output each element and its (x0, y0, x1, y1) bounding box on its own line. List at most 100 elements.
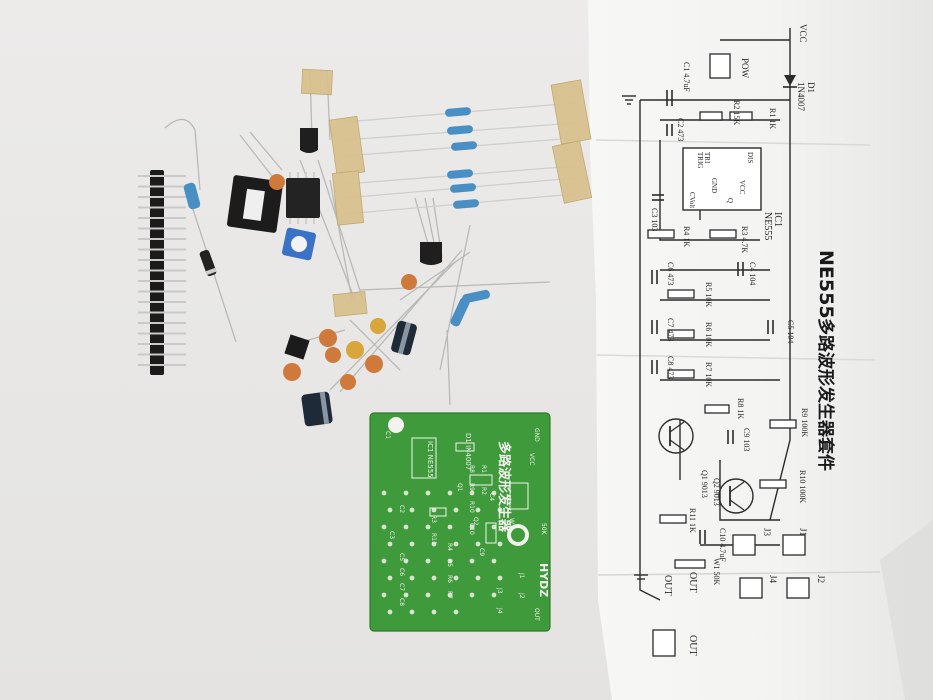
schematic-out-label-1: OUT (687, 572, 698, 593)
pcb-pad (425, 558, 431, 564)
pcb-pad (491, 592, 497, 598)
pcb-title: 多路波形发生器 (496, 441, 512, 533)
electrolytic-capacitors (301, 320, 417, 427)
resistor-body (447, 125, 473, 135)
pin-header-strip (138, 170, 186, 375)
pcb-pad (409, 507, 415, 513)
pcb-pad (387, 507, 393, 513)
pcb-pad (431, 609, 437, 615)
pcb-component-label: C5 (398, 553, 405, 561)
schematic-ic-pin-gnd: GND (710, 178, 718, 193)
jumper-cap (284, 334, 310, 360)
pcb-component-label: J3 (496, 587, 503, 594)
trim-potentiometer (281, 227, 317, 261)
pcb-pad (491, 490, 497, 496)
pcb-component-label: C4 (488, 493, 495, 501)
pcb-pad (409, 575, 415, 581)
resistor-bundle (300, 68, 593, 318)
schematic-connector-j2: J2 (816, 575, 826, 583)
pcb-pad (403, 592, 409, 598)
tape-strip-right-lower (551, 140, 593, 204)
schematic-component-label: C5 104 (786, 320, 795, 343)
loose-diode (199, 249, 217, 277)
pcb-pad (497, 541, 503, 547)
pcb-component-label: R8 (468, 465, 475, 473)
schematic-component-label: W1 50K (712, 558, 721, 586)
schematic-component-label: C9 103 (742, 428, 751, 451)
pcb-component-label: J4 (496, 607, 503, 614)
pcb-pad (409, 609, 415, 615)
pcb-pad (469, 558, 475, 564)
pcb-pad (425, 524, 431, 530)
pcb-component-label: Q2 (472, 517, 479, 526)
pcb-component-label: W1 (508, 518, 515, 528)
schematic-pow-label: POW (740, 58, 750, 79)
pcb-pad (469, 490, 475, 496)
pcb-pad (387, 575, 393, 581)
schematic-ic-pin-cvolt: CVolt (688, 192, 696, 208)
schematic-sheet: NE555 多路波形发生器套件 VCC POW D1 1N4007 IC1 NE… (588, 0, 933, 700)
tape-strip-left-lower (331, 170, 365, 226)
pcb-pad (387, 541, 393, 547)
pcb-component-label: R5 (446, 559, 453, 567)
pcb-pad (425, 592, 431, 598)
schematic-connector-j4: J4 (768, 575, 778, 584)
pcb-component-label: J2 (518, 592, 525, 599)
pcb-pad (497, 575, 503, 581)
pcb-component-label: C10 (468, 523, 475, 535)
schematic-connector-j3: J3 (762, 528, 772, 537)
schematic-component-label: C7 473 (666, 318, 675, 341)
pcb-pad (381, 490, 387, 496)
pcb-pad (447, 490, 453, 496)
transistor-top (300, 128, 318, 153)
schematic-component-label: C4 104 (748, 262, 757, 285)
ne555-chip (286, 172, 320, 224)
schematic-ic-pin-vcc: VCC (738, 180, 746, 195)
pcb-board: 多路波形发生器 HYDZ IC1 NE555 D1 IN4007 R1R2R3R… (369, 412, 551, 632)
tape-strip-small (332, 290, 368, 318)
pcb-pad (475, 541, 481, 547)
pcb-pad (431, 575, 437, 581)
schematic-component-label: R3 4.7K (740, 226, 749, 253)
pcb-component-label: R10 (468, 501, 475, 513)
resistor-body (445, 107, 471, 117)
pcb-component-label: C1 (384, 431, 391, 439)
schematic-title-latin: NE555 (815, 250, 837, 319)
pcb-component-label: R1 (480, 465, 487, 473)
ceramic-capacitors (269, 174, 417, 390)
pcb-pad (497, 507, 503, 513)
pcb-component-label: GND (533, 428, 540, 442)
schematic-ic-pin-trig: TRIG (696, 152, 704, 168)
schematic-ic-pin-q: Q (726, 198, 734, 203)
pcb-pad (381, 524, 387, 530)
pcb-pad (431, 507, 437, 513)
schematic-component-label: Q2 9013 (712, 478, 721, 506)
schematic-component-label: C2 473 (676, 118, 685, 141)
pcb-component-label: VCC (528, 453, 535, 465)
pcb-component-label: C2 (398, 505, 405, 513)
schematic-component-label: R4 1K (682, 226, 691, 247)
pcb-pad (469, 592, 475, 598)
loose-resistors (183, 182, 490, 327)
schematic-title-cn: 多路波形发生器套件 (815, 318, 836, 471)
pcb-pad (491, 524, 497, 530)
pcb-pad (387, 609, 393, 615)
pcb-pad (381, 558, 387, 564)
pcb-pad (447, 524, 453, 530)
schematic-component-label: R6 10K (704, 322, 713, 347)
schematic-component-label: R5 10K (704, 282, 713, 307)
schematic-component-label: Q1 9013 (700, 470, 709, 498)
schematic-component-label: R9 100K (800, 408, 809, 437)
ic-socket (227, 175, 283, 233)
pcb-component-label: R7 (446, 591, 453, 599)
schematic-q2-symbol (718, 478, 754, 514)
pcb-component-label: C7 (398, 583, 405, 591)
pcb-component-label: C3 (388, 531, 395, 539)
pcb-component-label: R9 (468, 483, 475, 491)
schematic-ic-pin-dis: DIS (746, 152, 754, 163)
pcb-pad (469, 524, 475, 530)
pcb-component-label: C8 (398, 598, 405, 606)
resistor-body (450, 183, 476, 193)
